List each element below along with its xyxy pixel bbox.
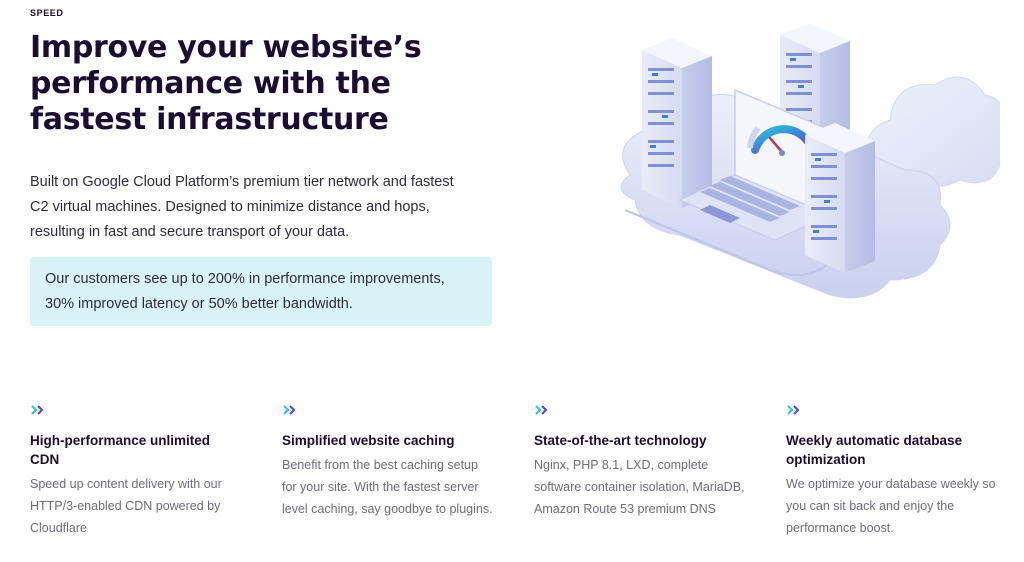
feature-description-line: Cloudflare: [30, 521, 87, 535]
intro-line: C2 virtual machines. Designed to minimiz…: [30, 199, 430, 215]
callout-line: Our customers see up to 200% in performa…: [45, 271, 445, 287]
page-title-line: fastest infrastructure: [30, 102, 389, 137]
feature-description-line: We optimize your database weekly so: [786, 477, 996, 491]
double-chevron-right-icon: [283, 405, 296, 415]
feature-title: Weekly automatic database optimization: [786, 431, 1022, 469]
feature-title-line: CDN: [30, 452, 60, 467]
intro-line: resulting in fast and secure transport o…: [30, 224, 350, 240]
feature-description-line: Nginx, PHP 8.1, LXD, complete: [534, 458, 709, 472]
feature-caching: Simplified website caching Benefit from …: [282, 404, 527, 520]
double-chevron-right-icon: [31, 405, 44, 415]
feature-description-line: software container isolation, MariaDB,: [534, 480, 745, 494]
performance-callout: Our customers see up to 200% in performa…: [30, 257, 492, 326]
feature-cdn: High-performance unlimited CDN Speed up …: [30, 404, 275, 539]
cloud-servers-laptop-speedometer-illustration: [620, 23, 1000, 299]
feature-description: We optimize your database weekly so you …: [786, 473, 1022, 539]
page-title: Improve your website’s performance with …: [30, 30, 450, 138]
intro-paragraph: Built on Google Cloud Platform’s premium…: [30, 170, 495, 245]
page-title-line: Improve your website’s: [30, 30, 422, 65]
eyebrow-label: SPEED: [30, 8, 64, 18]
feature-description-line: performance boost.: [786, 521, 894, 535]
page-title-line: performance with the: [30, 66, 391, 101]
feature-title-line: State-of-the-art technology: [534, 433, 707, 448]
feature-title-line: Weekly automatic database: [786, 433, 963, 448]
feature-title-line: Simplified website caching: [282, 433, 455, 448]
callout-line: 30% improved latency or 50% better bandw…: [45, 296, 353, 312]
feature-description-line: Benefit from the best caching setup: [282, 458, 478, 472]
server-tower-icon: [805, 123, 875, 273]
feature-title-line: optimization: [786, 452, 866, 467]
feature-description: Speed up content delivery with our HTTP/…: [30, 473, 275, 539]
double-chevron-right-icon: [787, 405, 800, 415]
feature-description: Benefit from the best caching setup for …: [282, 454, 527, 520]
feature-description-line: for your site. With the fastest server: [282, 480, 479, 494]
feature-description: Nginx, PHP 8.1, LXD, complete software c…: [534, 454, 779, 520]
feature-description-line: Amazon Route 53 premium DNS: [534, 502, 717, 516]
feature-description-line: HTTP/3-enabled CDN powered by: [30, 499, 221, 513]
speedometer-icon: [747, 125, 814, 156]
feature-title: High-performance unlimited CDN: [30, 431, 275, 469]
feature-description-line: level caching, say goodbye to plugins.: [282, 502, 493, 516]
feature-description-line: you can sit back and enjoy the: [786, 499, 955, 513]
intro-line: Built on Google Cloud Platform’s premium…: [30, 174, 454, 190]
feature-technology: State-of-the-art technology Nginx, PHP 8…: [534, 404, 779, 520]
feature-title: State-of-the-art technology: [534, 431, 779, 450]
feature-database-optimization: Weekly automatic database optimization W…: [786, 404, 1022, 539]
feature-title-line: High-performance unlimited: [30, 433, 211, 448]
feature-title: Simplified website caching: [282, 431, 527, 450]
feature-description-line: Speed up content delivery with our: [30, 477, 222, 491]
double-chevron-right-icon: [535, 405, 548, 415]
server-tower-icon: [642, 38, 712, 208]
features-row: High-performance unlimited CDN Speed up …: [0, 404, 1024, 562]
